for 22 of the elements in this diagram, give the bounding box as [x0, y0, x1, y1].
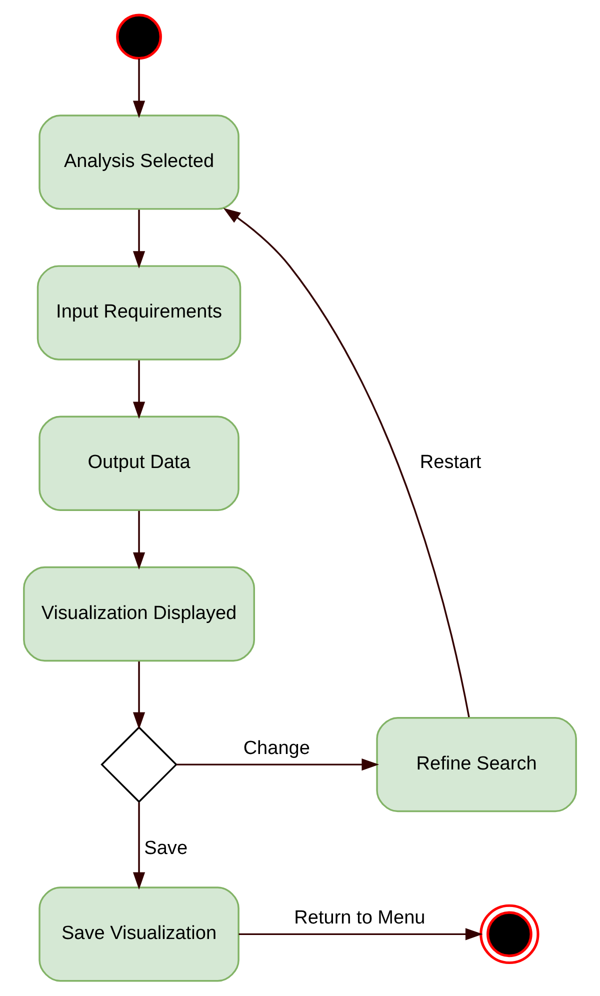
edge-label: Restart — [420, 452, 482, 474]
edge-label: Save — [144, 838, 188, 860]
node-box: Save Visualization — [38, 886, 240, 982]
node-box: Analysis Selected — [38, 114, 240, 210]
node-box: Output Data — [38, 416, 240, 511]
node-box: Refine Search — [376, 716, 577, 812]
edge-label: Change — [243, 738, 310, 759]
node-box: Visualization Displayed — [23, 566, 255, 662]
node-circle — [116, 14, 162, 60]
arrow — [132, 802, 146, 890]
arrow — [132, 210, 146, 268]
arrow — [176, 758, 380, 771]
arrow — [132, 360, 146, 420]
arrow — [132, 661, 146, 730]
node-circle — [480, 904, 540, 964]
arrow — [132, 510, 146, 570]
arrow — [132, 58, 146, 118]
edge-label: Return to Menu — [294, 907, 426, 928]
node-diamond — [100, 726, 178, 803]
arrow — [238, 928, 483, 940]
arrow — [223, 208, 470, 718]
node-box: Input Requirements — [36, 265, 242, 360]
